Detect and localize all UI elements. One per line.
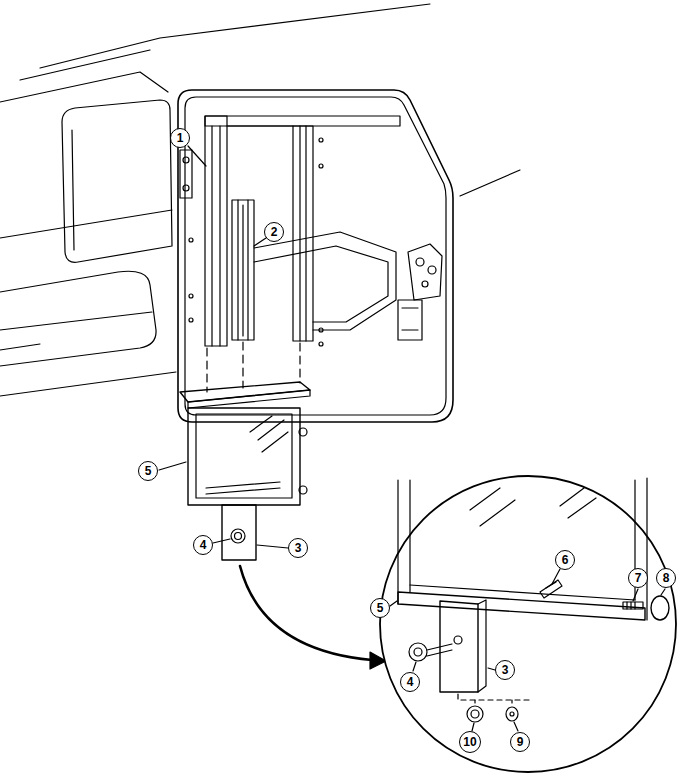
callout-number: 6 <box>555 550 575 570</box>
seat <box>0 100 172 366</box>
callout-number: 8 <box>656 568 676 588</box>
callout-number: 9 <box>510 732 530 752</box>
detail-view <box>398 478 669 722</box>
vehicle-body <box>0 4 520 396</box>
callout-number: 3 <box>288 538 308 558</box>
callout-number: 5 <box>370 598 390 618</box>
detail-circle <box>380 476 676 772</box>
callout-number: 1 <box>170 128 190 148</box>
door <box>178 90 453 422</box>
callout-number: 4 <box>193 535 213 555</box>
callout-number: 10 <box>459 731 481 753</box>
alignment-lines <box>207 342 300 392</box>
callout-number: 3 <box>495 660 515 680</box>
callout-number: 5 <box>138 461 158 481</box>
callout-number: 2 <box>264 222 284 242</box>
callout-number: 7 <box>628 568 648 588</box>
window-assembly <box>180 382 310 560</box>
callout-number: 4 <box>400 672 420 692</box>
leader-lines <box>159 146 665 731</box>
detail-arrow <box>240 566 372 660</box>
